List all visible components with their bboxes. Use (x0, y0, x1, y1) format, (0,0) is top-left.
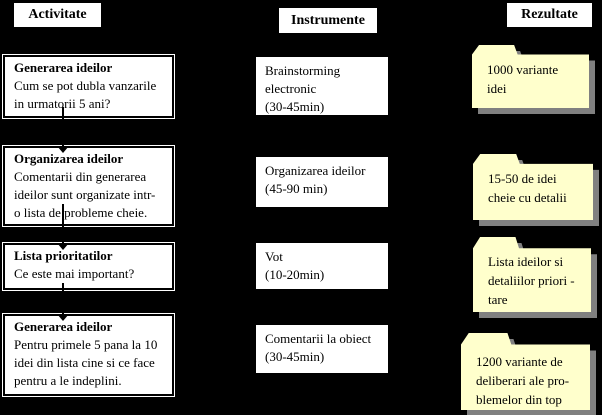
result-folder-lista-ideilor: Lista ideilor si detaliilor priori - tar… (473, 237, 597, 318)
connector-line-1 (62, 107, 64, 146)
connector-line-2 (62, 204, 64, 243)
activity-box-text: Comentarii din generarea ideilor sunt or… (14, 169, 156, 220)
activity-box-organizarea-ideilor: Organizarea ideilor Comentarii din gener… (3, 146, 174, 226)
activity-box-lista-prioritatilor: Lista prioritatilor Ce este mai importan… (3, 243, 174, 290)
activity-box-title: Lista prioritatilor (14, 248, 113, 263)
connector-line-3 (62, 283, 64, 314)
column-header-rezultate-label: Rezultate (521, 7, 578, 22)
result-folder-text: 1200 variante de deliberari ale pro- ble… (476, 354, 570, 407)
folder-icon (461, 333, 590, 410)
arrow-down-icon (57, 314, 69, 321)
result-folder-1200-variante: 1200 variante de deliberari ale pro- ble… (461, 333, 596, 415)
activity-box-text: Cum se pot dubla vanzarile in urmatorii … (14, 78, 157, 111)
result-folder-text: Lista ideilor si detaliilor priori - tar… (488, 254, 575, 307)
activity-box-generarea-ideilor-1: Generarea ideilor Cum se pot dubla vanza… (3, 55, 174, 118)
activity-box-title: Generarea ideilor (14, 60, 113, 75)
folder-icon (473, 154, 593, 220)
column-header-instrumente: Instrumente (279, 8, 377, 33)
instrument-box-brainstorming: Brainstorming electronic (30-45min) (256, 57, 388, 115)
activity-box-text: Ce este mai important? (14, 266, 135, 281)
folder-icon (473, 237, 591, 312)
result-folder-text: 1000 variante idei (487, 62, 559, 96)
result-folder-1000-variante: 1000 variante idei (472, 45, 595, 114)
arrow-down-icon (57, 243, 69, 250)
result-folder-15-50-idei: 15-50 de idei cheie cu detalii (473, 154, 599, 226)
activity-box-title: Generarea ideilor (14, 319, 113, 334)
arrow-down-icon (57, 146, 69, 153)
activity-box-title: Organizarea ideilor (14, 151, 124, 166)
instrument-box-comentarii: Comentarii la obiect (30-45min) (256, 325, 388, 373)
column-header-instrumente-label: Instrumente (291, 12, 365, 28)
column-header-activitate: Activitate (14, 3, 101, 27)
instrument-box-vot: Vot (10-20min) (256, 243, 388, 289)
column-header-activitate-label: Activitate (28, 7, 87, 22)
activity-box-generarea-ideilor-2: Generarea ideilor Pentru primele 5 pana … (3, 314, 174, 396)
instrument-box-organizarea: Organizarea ideilor (45-90 min) (256, 157, 388, 207)
folder-icon (472, 45, 589, 108)
column-header-rezultate: Rezultate (507, 3, 592, 27)
result-folder-text: 15-50 de idei cheie cu detalii (488, 171, 567, 205)
activity-box-text: Pentru primele 5 pana la 10 idei din lis… (14, 337, 158, 388)
